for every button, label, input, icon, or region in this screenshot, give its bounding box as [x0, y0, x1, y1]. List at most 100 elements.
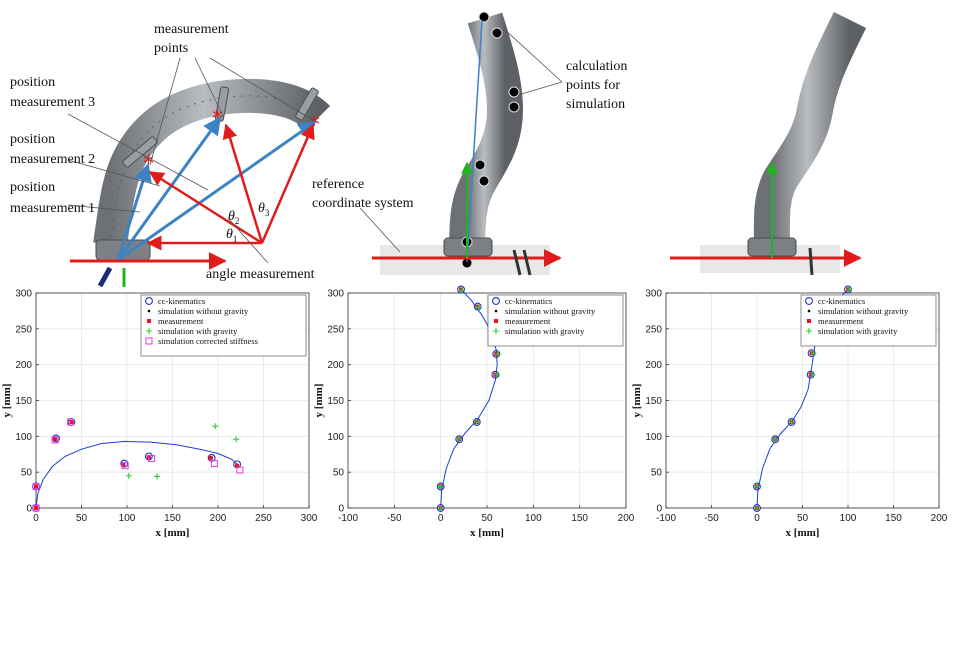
- data-point: [473, 302, 482, 311]
- robot-body-bent: [93, 78, 331, 248]
- x-tick-label: 150: [571, 513, 588, 524]
- label-theta-1: θ1: [226, 227, 237, 244]
- data-point: [235, 463, 240, 468]
- legend-marker: [145, 337, 153, 345]
- legend-marker: [494, 319, 498, 323]
- data-point: [436, 482, 445, 491]
- data-point: [473, 419, 480, 425]
- y-tick-label: 300: [15, 289, 32, 300]
- x-tick-label: -50: [387, 513, 402, 524]
- data-point: [51, 436, 59, 444]
- label-position-1: position measurement 1: [10, 180, 95, 216]
- robot-body-s-shape: [753, 11, 867, 256]
- x-tick-label: 150: [885, 513, 902, 524]
- calc-point-1: [478, 11, 490, 23]
- kinematics-curve: [440, 289, 498, 509]
- data-point: [52, 434, 60, 443]
- label-position-2-line2: measurement 2: [10, 152, 95, 167]
- data-point: [845, 286, 852, 293]
- legend-marker: [147, 309, 151, 313]
- data-point: [121, 463, 126, 467]
- leader-lines: [67, 57, 317, 264]
- y-tick-label: 0: [656, 504, 662, 515]
- legend-marker: [493, 328, 499, 334]
- data-point: [457, 285, 466, 294]
- x-tick-label: 100: [525, 513, 542, 524]
- y-tick-label: 150: [645, 396, 662, 407]
- legend-label: simulation corrected stiffness: [158, 336, 258, 346]
- data-point: [53, 437, 58, 442]
- legend-label: measurement: [158, 316, 204, 326]
- x-tick-label: 50: [481, 513, 493, 524]
- data-point: [788, 419, 795, 425]
- robot-body-straight: [449, 12, 524, 256]
- y-tick-label: 200: [327, 360, 344, 371]
- legend-label: measurement: [818, 316, 864, 326]
- robot-photo-s-shape: [670, 11, 867, 276]
- legend-marker: [145, 297, 153, 305]
- x-tick-label: 0: [438, 513, 444, 524]
- data-point: [475, 304, 482, 311]
- robot-photo-straight: [372, 11, 562, 276]
- y-tick-label: 250: [15, 324, 32, 335]
- legend-marker: [807, 319, 811, 323]
- label-calculation-points: calculation points for simulation: [566, 59, 631, 112]
- legend-label: simulation without gravity: [818, 306, 909, 316]
- label-measurement-points-line2: points: [154, 41, 188, 56]
- data-point: [455, 435, 464, 444]
- x-tick-label: 100: [840, 513, 857, 524]
- legend-marker: [494, 309, 498, 313]
- legend-marker: [806, 328, 812, 334]
- legend-box: [140, 294, 307, 357]
- data-point: [34, 484, 38, 489]
- data-point: [210, 460, 218, 468]
- label-reference-system-line2: coordinate system: [312, 196, 414, 211]
- x-tick-label: 200: [210, 513, 227, 524]
- data-point: [125, 472, 132, 479]
- x-axis-label: x [mm]: [786, 527, 820, 539]
- y-tick-label: 50: [21, 468, 33, 479]
- label-calculation-points-line1: calculation: [566, 59, 627, 74]
- data-point: [459, 287, 464, 292]
- label-position-3-line1: position: [10, 75, 55, 90]
- data-point: [458, 287, 465, 294]
- angle-vectors: [146, 123, 315, 251]
- x-tick-label: -100: [338, 513, 358, 524]
- x-tick-label: 200: [931, 513, 948, 524]
- legend-marker: [147, 319, 151, 323]
- x-tick-label: 0: [33, 513, 39, 524]
- y-tick-label: 0: [26, 504, 32, 515]
- data-point: [472, 418, 481, 426]
- legend-label: cc-kinematics: [818, 296, 865, 306]
- y-tick-label: 50: [333, 468, 345, 479]
- x-tick-label: 100: [119, 513, 136, 524]
- data-point: [771, 435, 780, 444]
- x-tick-label: 300: [301, 513, 318, 524]
- label-theta-2-symbol: θ: [228, 209, 235, 224]
- plot-frame: [665, 292, 940, 509]
- x-tick-label: 250: [255, 513, 272, 524]
- label-reference-system-line1: reference: [312, 177, 364, 192]
- y-axis-label: y [mm]: [631, 384, 643, 418]
- label-theta-3: θ3: [258, 201, 270, 218]
- legend-label: measurement: [505, 316, 551, 326]
- data-point: [772, 436, 779, 443]
- annotation-labels: measurement points position measurement …: [10, 22, 315, 282]
- label-angle-measurement: angle measurement: [206, 267, 315, 282]
- label-position-3-line2: measurement 3: [10, 95, 95, 110]
- label-theta-2: θ2: [228, 209, 239, 226]
- label-position-2: position measurement 2: [10, 132, 95, 167]
- plot-frame: [35, 292, 310, 509]
- data-point: [34, 506, 38, 510]
- legend-marker: [492, 297, 500, 305]
- label-theta-1-sub: 1: [233, 234, 238, 244]
- calc-point-4: [508, 101, 520, 113]
- middle-leaders: [359, 27, 563, 253]
- legend-marker: [805, 297, 813, 305]
- data-point: [753, 482, 761, 491]
- label-reference-system: reference coordinate system: [312, 177, 414, 211]
- data-point: [32, 504, 40, 512]
